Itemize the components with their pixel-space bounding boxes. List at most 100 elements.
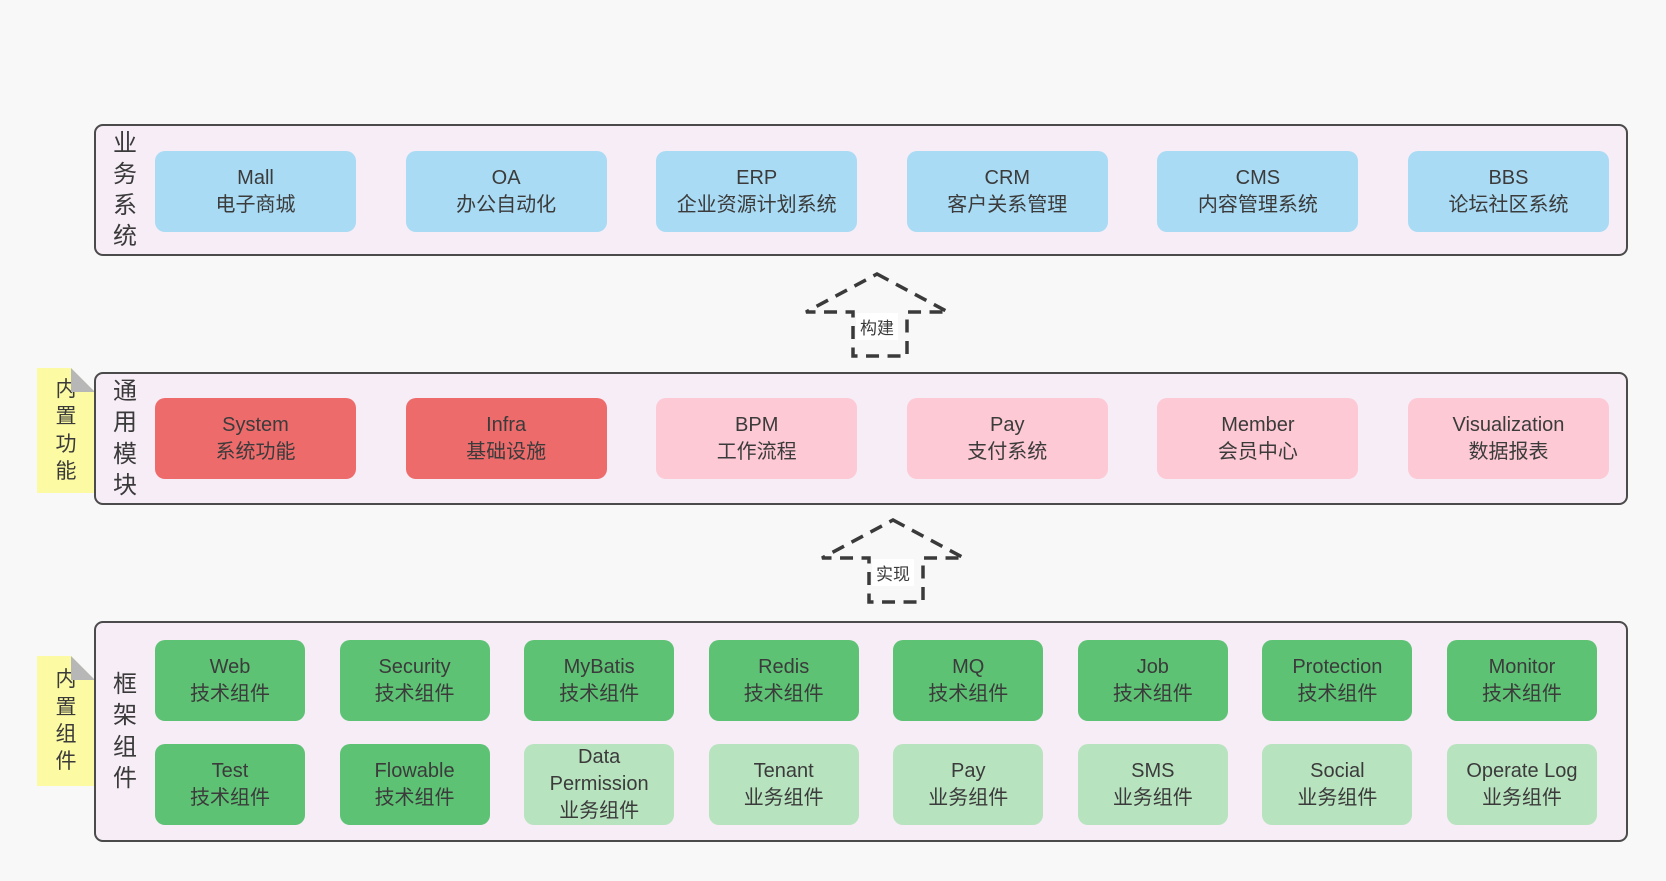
box-name: System [222, 413, 289, 436]
box-desc: 基础设施 [466, 440, 547, 463]
box-name: Pay [990, 413, 1025, 436]
box-flowable: Flowable 技术组件 [339, 744, 490, 825]
box-name: Security [378, 655, 451, 678]
section-label-business-systems: 业务系统 [113, 129, 137, 251]
box-pay-component: Pay 业务组件 [893, 744, 1044, 825]
box-desc: 企业资源计划系统 [676, 193, 837, 216]
box-system: System 系统功能 [155, 398, 356, 479]
box-desc: 支付系统 [967, 440, 1048, 463]
arrow-build-label: 构建 [856, 313, 898, 340]
business-boxes-row: Mall 电子商城 OA 办公自动化 ERP 企业资源计划系统 CRM 客户关系… [155, 151, 1609, 232]
arrow-implement-label: 实现 [872, 559, 914, 586]
box-data-permission: Data Permission 业务组件 [524, 744, 675, 825]
box-desc: 业务组件 [743, 786, 824, 809]
box-web: Web 技术组件 [155, 640, 305, 721]
box-mall: Mall 电子商城 [155, 151, 356, 232]
box-desc: 技术组件 [559, 682, 640, 705]
box-mq: MQ 技术组件 [893, 640, 1044, 721]
box-desc: 会员中心 [1217, 440, 1298, 463]
box-name: MQ [952, 655, 985, 678]
modules-boxes-row: System 系统功能 Infra 基础设施 BPM 工作流程 Pay 支付系统… [155, 398, 1609, 479]
box-desc: 论坛社区系统 [1448, 193, 1569, 216]
box-desc: 技术组件 [1297, 682, 1378, 705]
box-name: Job [1136, 655, 1169, 678]
box-desc: 工作流程 [716, 440, 797, 463]
folded-corner-icon [71, 368, 95, 392]
box-redis: Redis 技术组件 [708, 640, 859, 721]
box-operate-log: Operate Log 业务组件 [1446, 744, 1597, 825]
box-security: Security 技术组件 [339, 640, 490, 721]
box-social: Social 业务组件 [1262, 744, 1413, 825]
box-pay-system: Pay 支付系统 [906, 398, 1108, 479]
box-desc: 办公自动化 [456, 193, 557, 216]
section-label-framework-components: 框架组件 [113, 671, 137, 792]
box-name: Infra [486, 413, 527, 436]
box-name: Test [211, 759, 249, 782]
section-business-systems: 业务系统 Mall 电子商城 OA 办公自动化 ERP 企业资源计划系统 CRM… [94, 124, 1628, 256]
framework-boxes-row-1: Web 技术组件 Security 技术组件 MyBatis 技术组件 Redi… [155, 640, 1597, 721]
framework-boxes-row-2: Test 技术组件 Flowable 技术组件 Data Permission … [155, 744, 1597, 825]
box-desc: 业务组件 [1297, 786, 1378, 809]
box-name: Social [1310, 759, 1365, 782]
box-test: Test 技术组件 [155, 744, 305, 825]
box-cms: CMS 内容管理系统 [1157, 151, 1359, 232]
box-name: Tenant [753, 759, 814, 782]
box-name: MyBatis [563, 655, 635, 678]
box-desc: 业务组件 [1481, 786, 1562, 809]
box-protection: Protection 技术组件 [1262, 640, 1413, 721]
box-desc: 技术组件 [374, 682, 455, 705]
box-mybatis: MyBatis 技术组件 [524, 640, 675, 721]
box-infra: Infra 基础设施 [405, 398, 607, 479]
arrow-build: 构建 [804, 271, 950, 359]
box-name: Visualization [1452, 413, 1565, 436]
box-name: Data Permission [549, 746, 649, 796]
box-crm: CRM 客户关系管理 [906, 151, 1108, 232]
box-name: Pay [951, 759, 986, 782]
box-visualization: Visualization 数据报表 [1407, 398, 1609, 479]
box-tenant: Tenant 业务组件 [708, 744, 859, 825]
section-framework-components: 框架组件 Web 技术组件 Security 技术组件 MyBatis 技术组件… [94, 621, 1628, 842]
box-name: CRM [984, 166, 1031, 189]
box-desc: 技术组件 [1112, 682, 1193, 705]
box-name: ERP [736, 166, 778, 189]
box-desc: 技术组件 [190, 682, 270, 705]
box-oa: OA 办公自动化 [405, 151, 607, 232]
folded-corner-icon [71, 656, 95, 680]
box-bbs: BBS 论坛社区系统 [1407, 151, 1609, 232]
box-name: Web [209, 655, 251, 678]
box-desc: 业务组件 [559, 799, 640, 822]
section-label-common-modules: 通用模块 [113, 378, 137, 499]
tag-built-in-features: 内置功能 [37, 368, 95, 493]
arrow-up-icon [821, 518, 965, 604]
box-desc: 技术组件 [928, 682, 1009, 705]
box-member: Member 会员中心 [1157, 398, 1359, 479]
box-desc: 技术组件 [743, 682, 824, 705]
box-desc: 电子商城 [215, 193, 296, 216]
box-job: Job 技术组件 [1077, 640, 1228, 721]
box-name: Mall [237, 166, 274, 189]
box-sms: SMS 业务组件 [1077, 744, 1228, 825]
box-name: BPM [735, 413, 779, 436]
box-name: Operate Log [1466, 759, 1578, 782]
box-name: SMS [1131, 759, 1175, 782]
box-erp: ERP 企业资源计划系统 [656, 151, 858, 232]
box-desc: 数据报表 [1468, 440, 1549, 463]
box-name: OA [491, 166, 521, 189]
box-name: Member [1221, 413, 1295, 436]
box-name: Protection [1292, 655, 1383, 678]
box-name: Monitor [1488, 655, 1556, 678]
box-desc: 业务组件 [1112, 786, 1193, 809]
box-desc: 技术组件 [1481, 682, 1562, 705]
box-name: BBS [1488, 166, 1529, 189]
box-monitor: Monitor 技术组件 [1446, 640, 1597, 721]
box-name: Flowable [374, 759, 455, 782]
arrow-up-icon [805, 272, 949, 358]
box-bpm: BPM 工作流程 [656, 398, 858, 479]
box-desc: 客户关系管理 [947, 193, 1068, 216]
box-name: Redis [758, 655, 810, 678]
box-desc: 内容管理系统 [1197, 193, 1318, 216]
box-desc: 业务组件 [928, 786, 1009, 809]
section-common-modules: 通用模块 System 系统功能 Infra 基础设施 BPM 工作流程 Pay… [94, 372, 1628, 505]
arrow-implement: 实现 [820, 517, 966, 605]
tag-built-in-components: 内置组件 [37, 656, 95, 786]
